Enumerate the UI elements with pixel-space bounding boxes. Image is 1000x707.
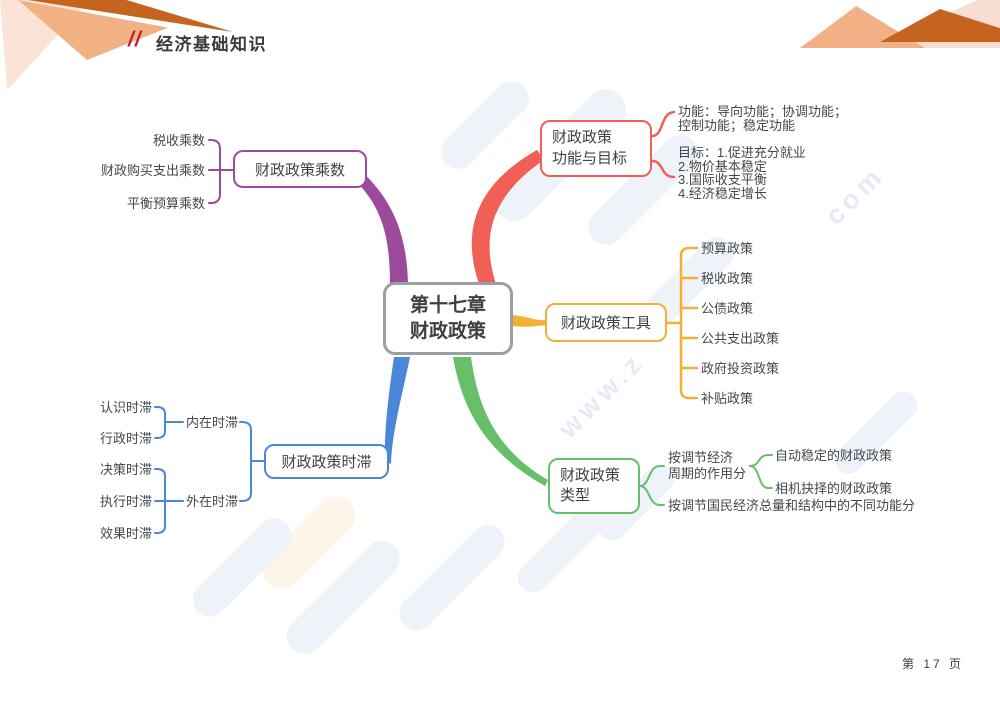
branch-tools-curve [513, 315, 548, 327]
tools-child-public-debt: 公债政策 [701, 301, 754, 316]
tools-child-subsidy: 补贴政策 [701, 391, 754, 406]
goals-line: 3.国际收支平衡 [678, 172, 767, 187]
node-policy-tools: 财政政策工具 [545, 303, 667, 342]
goals-line: 2.物价基本稳定 [678, 158, 767, 174]
page-number: 第 17 页 [902, 657, 965, 671]
types-by-function-label: 按调节国民经济总量和结构中的不同功能分 [668, 498, 916, 513]
lags-child-effect: 效果时滞 [99, 526, 152, 541]
lags-internal-label: 内在时滞 [186, 415, 239, 430]
node-policy-tools-label: 财政政策工具 [560, 315, 651, 332]
header-slashes-icon: // [128, 28, 142, 51]
branch-lags-curve [384, 357, 410, 464]
lags-external-label: 外在时滞 [186, 494, 239, 509]
functions-text-block: 功能：导向功能；协调功能； 控制功能；稳定功能 [678, 105, 847, 133]
functions-stubs [650, 110, 676, 179]
multiplier-child-purchase: 财政购买支出乘数 [100, 163, 205, 178]
types-brackets [639, 454, 773, 506]
node-policy-multiplier: 财政政策乘数 [233, 150, 367, 188]
lags-child-decision: 决策时滞 [99, 462, 152, 477]
node-policy-lags: 财政政策时滞 [264, 444, 389, 479]
multiplier-bracket [208, 139, 234, 204]
center-node-line2: 财政政策 [409, 320, 486, 342]
functions-line: 功能：导向功能；协调功能； [678, 104, 848, 119]
lags-child-execution: 执行时滞 [99, 494, 152, 509]
branch-multiplier-curve [352, 170, 408, 284]
multiplier-child-balanced-budget: 平衡预算乘数 [126, 196, 205, 211]
node-functions-goals-line1: 财政政策 [552, 129, 613, 147]
branch-types-curve [453, 357, 548, 486]
branch-functions-curve [471, 150, 544, 284]
goals-line: 4.经济稳定增长 [678, 185, 767, 201]
center-node-line1: 第十七章 [409, 294, 486, 316]
lags-child-administrative: 行政时滞 [99, 431, 152, 446]
multiplier-child-tax: 税收乘数 [152, 133, 205, 148]
tools-child-budget: 预算政策 [701, 241, 754, 256]
node-functions-goals-line2: 功能与目标 [552, 149, 628, 167]
functions-line: 控制功能；稳定功能 [678, 118, 796, 133]
tools-child-tax: 税收政策 [701, 271, 754, 286]
goals-line: 目标：1.促进充分就业 [678, 145, 806, 160]
lags-child-recognition: 认识时滞 [99, 400, 152, 415]
tools-spine [665, 246, 699, 400]
tools-child-public-expenditure: 公共支出政策 [701, 331, 780, 346]
lags-brackets [154, 406, 265, 534]
goals-text-block: 目标：1.促进充分就业 2.物价基本稳定 3.国际收支平衡 4.经济稳定增长 [678, 146, 806, 200]
types-by-cycle-line1: 按调节经济 [668, 450, 734, 465]
types-child-automatic-stabilizer: 自动稳定的财政政策 [775, 448, 893, 463]
page-title: 经济基础知识 [156, 35, 267, 54]
node-policy-types-line1: 财政政策 [560, 466, 621, 484]
tools-child-gov-investment: 政府投资政策 [701, 361, 780, 376]
center-node: 第十七章 财政政策 [383, 282, 513, 355]
node-policy-multiplier-label: 财政政策乘数 [254, 161, 345, 179]
types-child-discretionary: 相机抉择的财政政策 [775, 481, 893, 496]
node-policy-types: 财政政策 类型 [548, 458, 640, 514]
types-by-cycle-line2: 周期的作用分 [668, 466, 747, 481]
node-policy-lags-label: 财政政策时滞 [281, 454, 372, 471]
node-policy-types-line2: 类型 [560, 487, 591, 504]
node-functions-goals: 财政政策 功能与目标 [540, 120, 652, 177]
types-by-cycle-label: 按调节经济 周期的作用分 [668, 450, 746, 482]
